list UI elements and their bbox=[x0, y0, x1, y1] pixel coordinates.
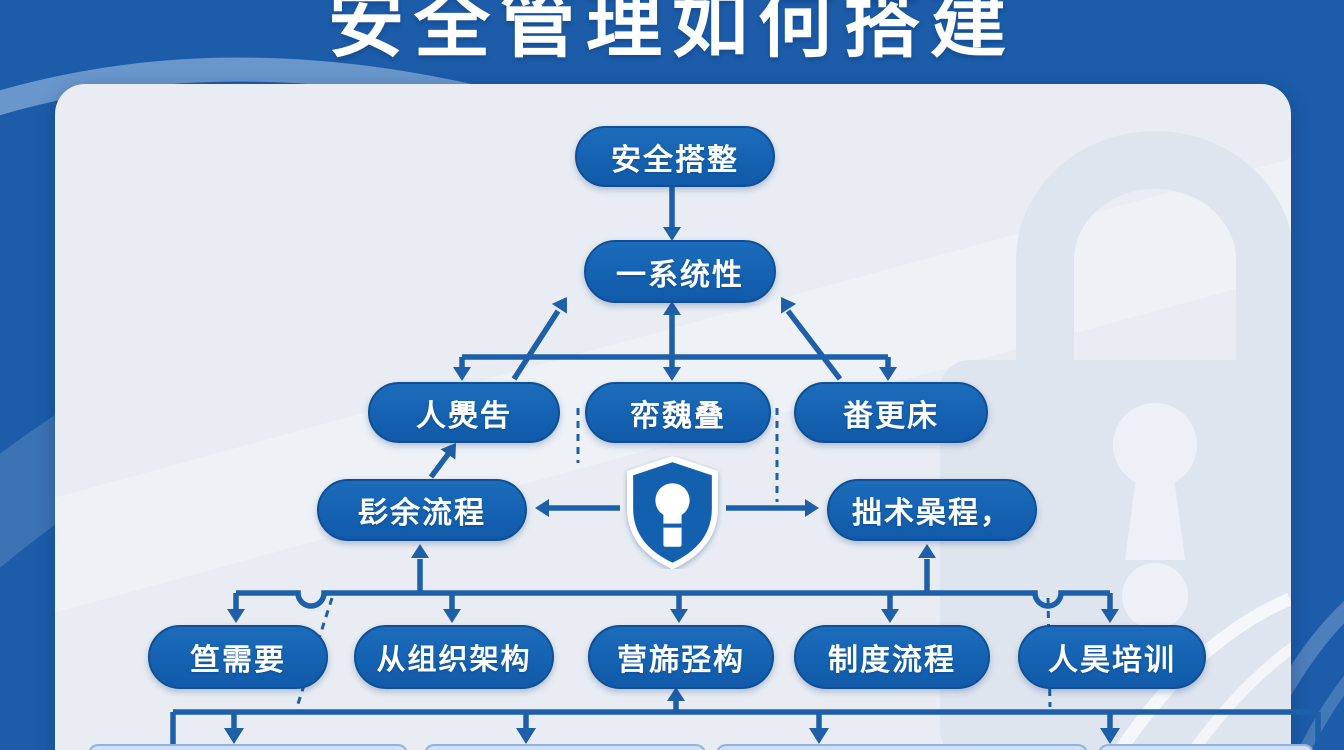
flow-node-l4-left: 髟余流程 bbox=[317, 479, 527, 541]
poster-title: 安全管理如何搭建 bbox=[328, 0, 1016, 68]
flow-node-l5-2: 从组织架构 bbox=[354, 625, 554, 689]
flow-node-l5-3: 营旆弪构 bbox=[588, 625, 774, 689]
flow-node-l5-4: 制度流程 bbox=[794, 625, 990, 689]
flow-node-systemic: 一系统性 bbox=[584, 240, 776, 303]
flow-node-root: 安全搭整 bbox=[575, 126, 775, 187]
flow-node-l5-5: 人昊培训 bbox=[1018, 625, 1206, 689]
flow-node-l5-1: 笪需要 bbox=[148, 625, 328, 689]
shield-keyhole-icon bbox=[622, 455, 723, 570]
flow-node-l4-right: 拙术喿程， bbox=[827, 479, 1037, 541]
bottom-row-node-stub bbox=[1098, 744, 1314, 750]
bottom-row-node-stub bbox=[88, 744, 408, 750]
flow-node-l3-left: 人爂吿 bbox=[368, 382, 560, 443]
flow-node-l3-mid: 帟魏叠 bbox=[585, 382, 771, 443]
bottom-row-node-stub bbox=[716, 744, 1088, 750]
flow-node-l3-right: 畨更床 bbox=[794, 382, 988, 443]
bottom-row-node-stub bbox=[424, 744, 706, 750]
